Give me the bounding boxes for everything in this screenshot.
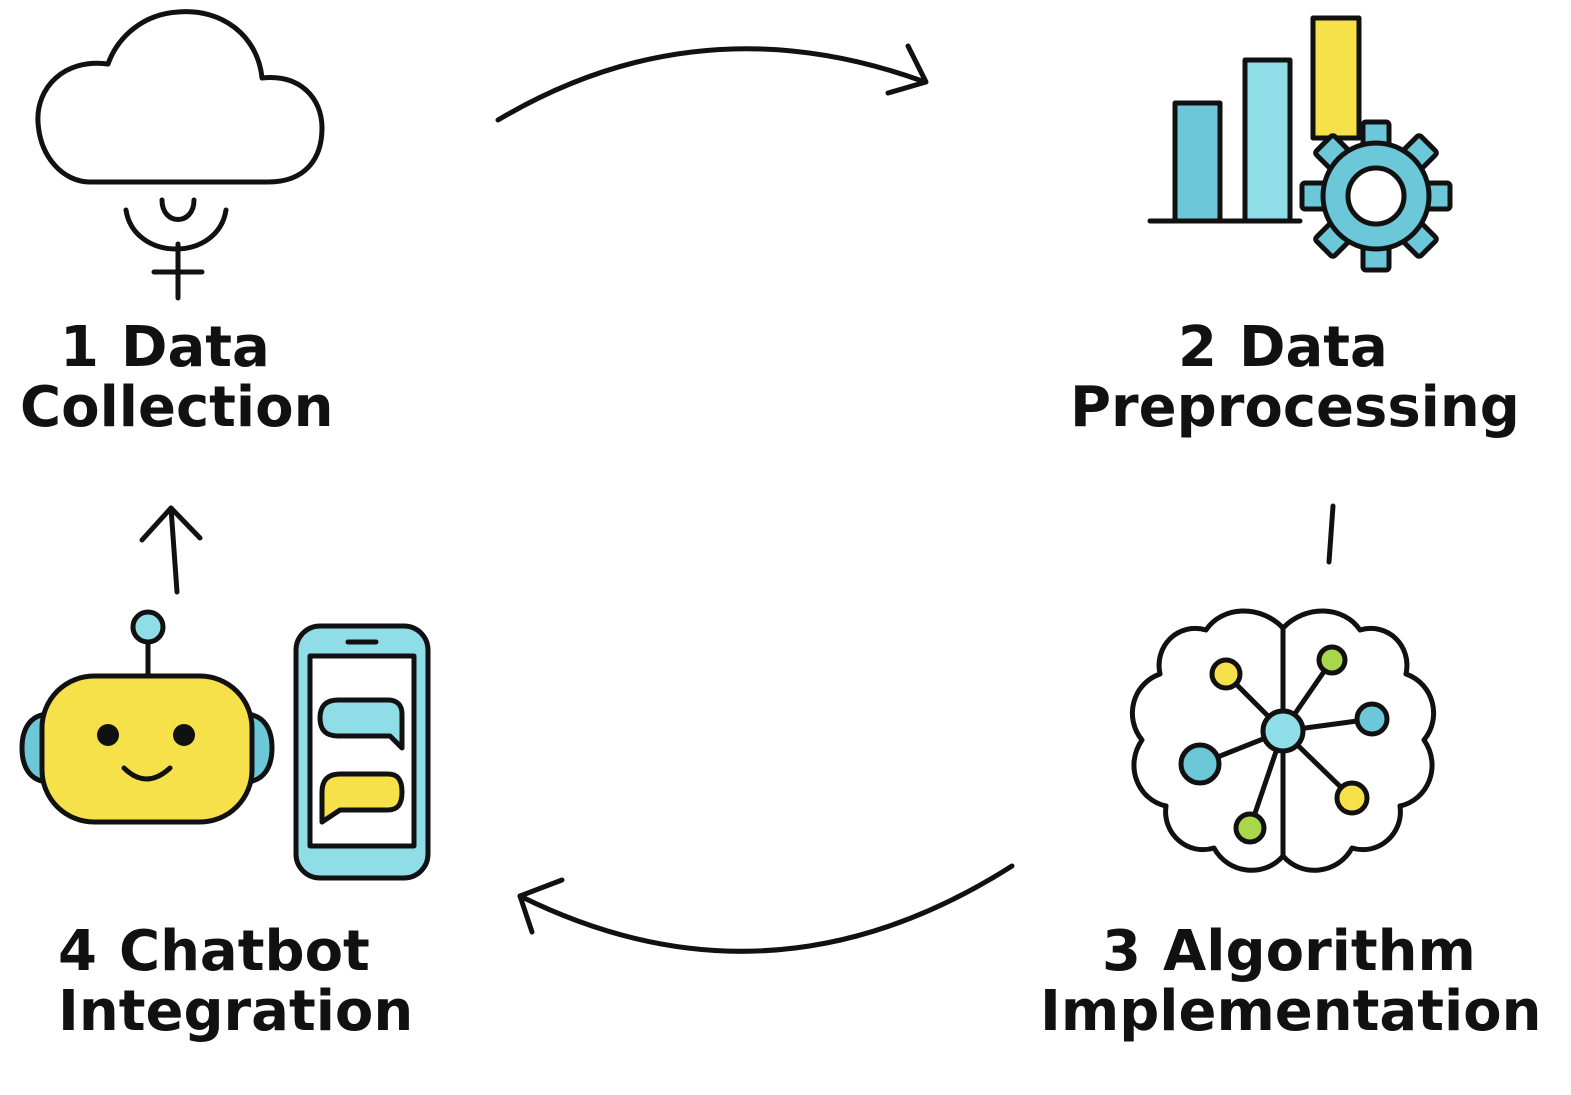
- chat-bubble-teal: [317, 697, 405, 751]
- node-green-1: [1316, 644, 1348, 676]
- phone-icon: [293, 623, 431, 881]
- robot-eye-right: [173, 724, 195, 746]
- bar-1: [1172, 100, 1223, 224]
- bar-2: [1242, 57, 1293, 224]
- step-2-number: 2: [1178, 315, 1217, 380]
- step-4-number: 4: [58, 919, 97, 984]
- step-1-number: 1: [60, 315, 99, 380]
- node-teal-2: [1178, 742, 1222, 786]
- gear-icon: [1299, 119, 1453, 273]
- step-2-title-line1: Data: [1238, 315, 1388, 380]
- node-yellow-2: [1334, 780, 1370, 816]
- robot-eye-left: [97, 724, 119, 746]
- step-1-title-line2: Collection: [20, 375, 334, 441]
- cloud-icon: [35, 9, 325, 301]
- step-1-title-line1: Data: [120, 315, 270, 380]
- step-3-title-line2: Implementation: [1040, 979, 1542, 1045]
- node-yellow-1: [1209, 657, 1243, 691]
- bar-3: [1310, 15, 1362, 141]
- step-3-number: 3: [1102, 919, 1141, 984]
- bar-chart-gear-icon: [1147, 15, 1453, 273]
- brain-network-icon: [1129, 608, 1437, 873]
- antenna-ball: [130, 609, 166, 645]
- robot-head: [39, 673, 255, 825]
- node-green-2: [1233, 811, 1267, 845]
- step-4-title-line1: Chatbot: [118, 919, 370, 984]
- node-center: [1260, 708, 1306, 754]
- robot-smile: [121, 765, 173, 782]
- step-4-title-line2: Integration: [58, 979, 414, 1045]
- robot-icon: [19, 609, 275, 825]
- step-1-label: 1 Data Collection: [20, 315, 334, 441]
- step-2-label: 2 Data Preprocessing: [1070, 315, 1520, 441]
- step-3-label: 3 Algorithm Implementation: [1040, 919, 1542, 1045]
- step-2-title-line2: Preprocessing: [1070, 375, 1520, 441]
- arrow-4-to-1: [139, 505, 203, 595]
- node-teal-1: [1354, 701, 1390, 737]
- arrow-1-to-2: [495, 43, 929, 123]
- step-4-label: 4 Chatbot Integration: [58, 919, 414, 1045]
- chat-bubble-yellow: [319, 771, 405, 825]
- arrow-3-to-4: [517, 863, 1015, 954]
- connector-2-to-3: [1326, 503, 1336, 565]
- step-3-title-line1: Algorithm: [1162, 919, 1476, 984]
